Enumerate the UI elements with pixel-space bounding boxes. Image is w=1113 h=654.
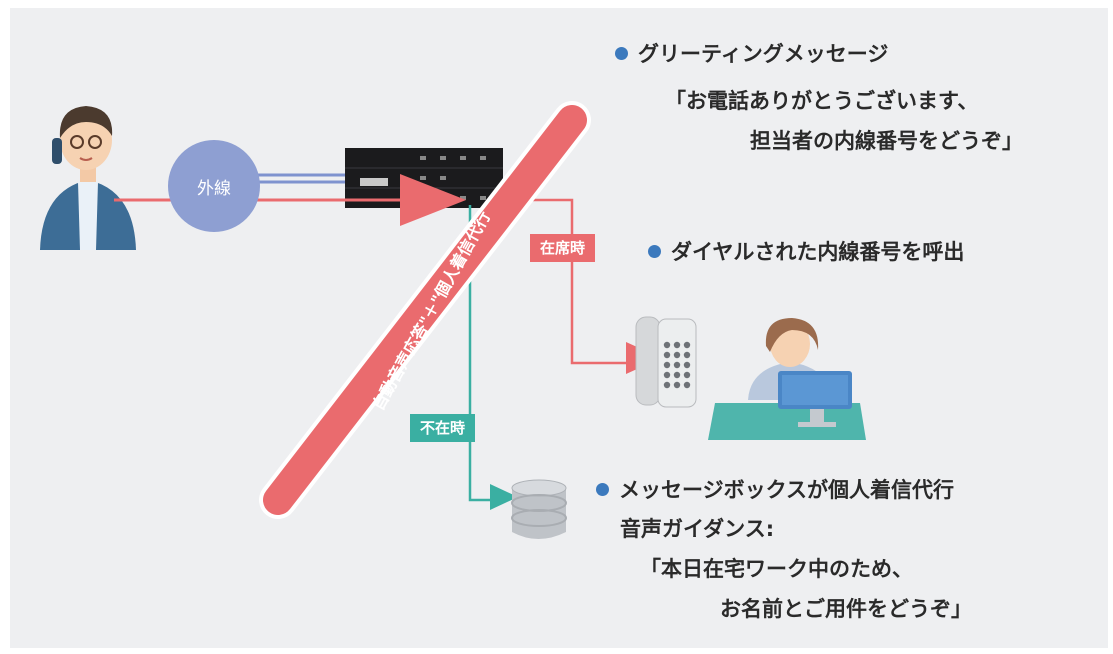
message-storage-icon <box>511 479 567 539</box>
phone-key <box>663 341 671 349</box>
absent-tag-label: 不在時 <box>420 419 466 437</box>
phone-key <box>673 381 681 389</box>
pbx-device-icon <box>345 148 503 208</box>
present-tag-label: 在席時 <box>540 239 586 257</box>
voicebox-title: メッセージボックスが個人着信代行 <box>596 474 954 504</box>
phone-key <box>683 381 691 389</box>
external-line-node: 外線 <box>168 140 260 232</box>
external-line-label: 外線 <box>197 178 231 199</box>
phone-key <box>673 351 681 359</box>
office-worker-icon <box>708 318 866 440</box>
phone-key <box>683 371 691 379</box>
phone-key <box>683 361 691 369</box>
present-tag: 在席時 <box>530 234 596 262</box>
phone-key <box>683 341 691 349</box>
banner-bar <box>263 105 587 515</box>
phone-key <box>673 371 681 379</box>
bullet-icon <box>648 245 661 258</box>
caller-icon <box>40 106 136 250</box>
phone-key <box>663 351 671 359</box>
greeting-line1: 「お電話ありがとうございます、 <box>665 89 979 113</box>
greeting-line2: 担当者の内線番号をどうぞ」 <box>750 129 1023 153</box>
bullet-icon <box>596 483 609 496</box>
greeting-title: グリーティングメッセージ <box>615 38 888 68</box>
phone-key <box>663 361 671 369</box>
phone-key <box>673 361 681 369</box>
voicebox-line1: 音声ガイダンス: <box>620 517 775 541</box>
phone-key <box>663 371 671 379</box>
voicebox-line2: 「本日在宅ワーク中のため、 <box>640 557 913 581</box>
dial-title: ダイヤルされた内線番号を呼出 <box>648 236 964 266</box>
phone-key <box>673 341 681 349</box>
voicebox-line3: お名前とご用件をどうぞ」 <box>720 597 972 621</box>
call-arrow-icon <box>400 174 466 226</box>
bullet-icon <box>615 47 628 60</box>
phone-key <box>683 351 691 359</box>
route-arrow-icon <box>490 484 518 510</box>
phone-key <box>663 381 671 389</box>
absent-tag: 不在時 <box>410 414 476 442</box>
phone-keypad <box>663 341 691 389</box>
